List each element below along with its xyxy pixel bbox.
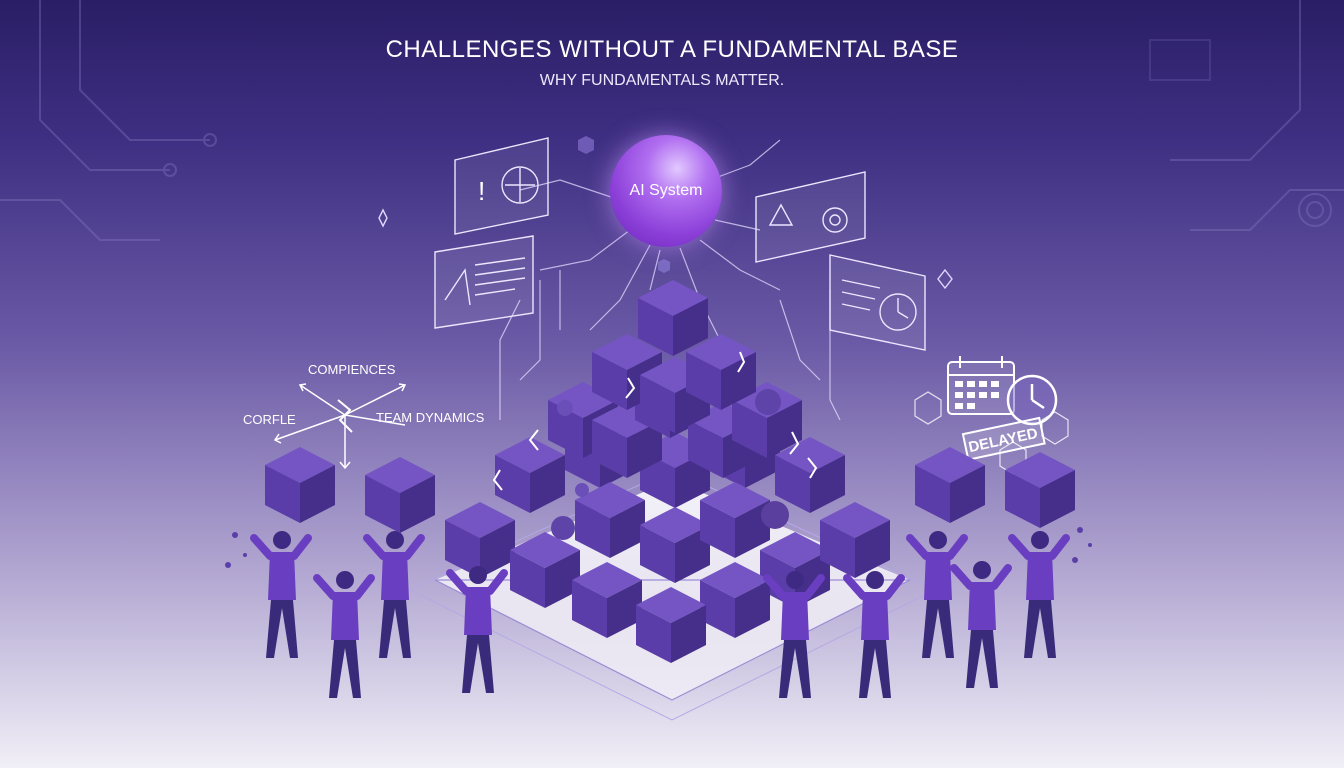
conflict-arrows-diagram xyxy=(273,383,407,470)
calendar-icon xyxy=(947,356,1015,415)
sphere xyxy=(551,516,575,540)
crack-marks xyxy=(492,351,818,491)
sphere xyxy=(755,389,781,415)
carried-cube xyxy=(265,447,335,523)
clock-panel-icon xyxy=(829,254,926,351)
cube xyxy=(638,280,708,356)
alert-gear-panel-icon xyxy=(755,171,866,263)
floating-small-cube xyxy=(578,136,594,154)
ai-system-label: AI System xyxy=(629,182,703,199)
orb-connection-lines xyxy=(499,139,841,421)
person xyxy=(1012,531,1066,658)
person xyxy=(367,531,421,658)
carried-cube xyxy=(365,457,435,533)
person xyxy=(317,571,371,698)
person xyxy=(910,531,964,658)
diagram-label-team-dynamics: TEAM DYNAMICS xyxy=(376,410,485,425)
delayed-stamp xyxy=(961,416,1046,461)
svg-text:!: ! xyxy=(478,176,485,206)
clock-icon xyxy=(1006,374,1058,426)
diagram-label-corfle: CORFLE xyxy=(243,412,296,427)
team-people xyxy=(225,447,1092,698)
sphere xyxy=(575,483,589,497)
person xyxy=(954,561,1008,688)
person xyxy=(254,531,308,658)
diagram-label-compiences: COMPIENCES xyxy=(308,362,396,377)
cube-pyramid xyxy=(445,280,890,663)
sphere xyxy=(761,501,789,529)
cube xyxy=(495,437,565,513)
page-subtitle: WHY FUNDAMENTALS MATTER. xyxy=(539,72,785,89)
ai-system-orb xyxy=(610,135,722,247)
scatter-particles xyxy=(225,527,1092,568)
floating-small-cube xyxy=(658,259,670,273)
page-title: CHALLENGES WITHOUT A FUNDAMENTAL BASE xyxy=(385,36,959,63)
carried-cube xyxy=(1005,452,1075,528)
diamond-accent xyxy=(378,208,953,290)
chart-panel-icon xyxy=(434,235,534,329)
warning-dashboard-icon: ! xyxy=(454,137,549,235)
sphere xyxy=(557,400,573,416)
